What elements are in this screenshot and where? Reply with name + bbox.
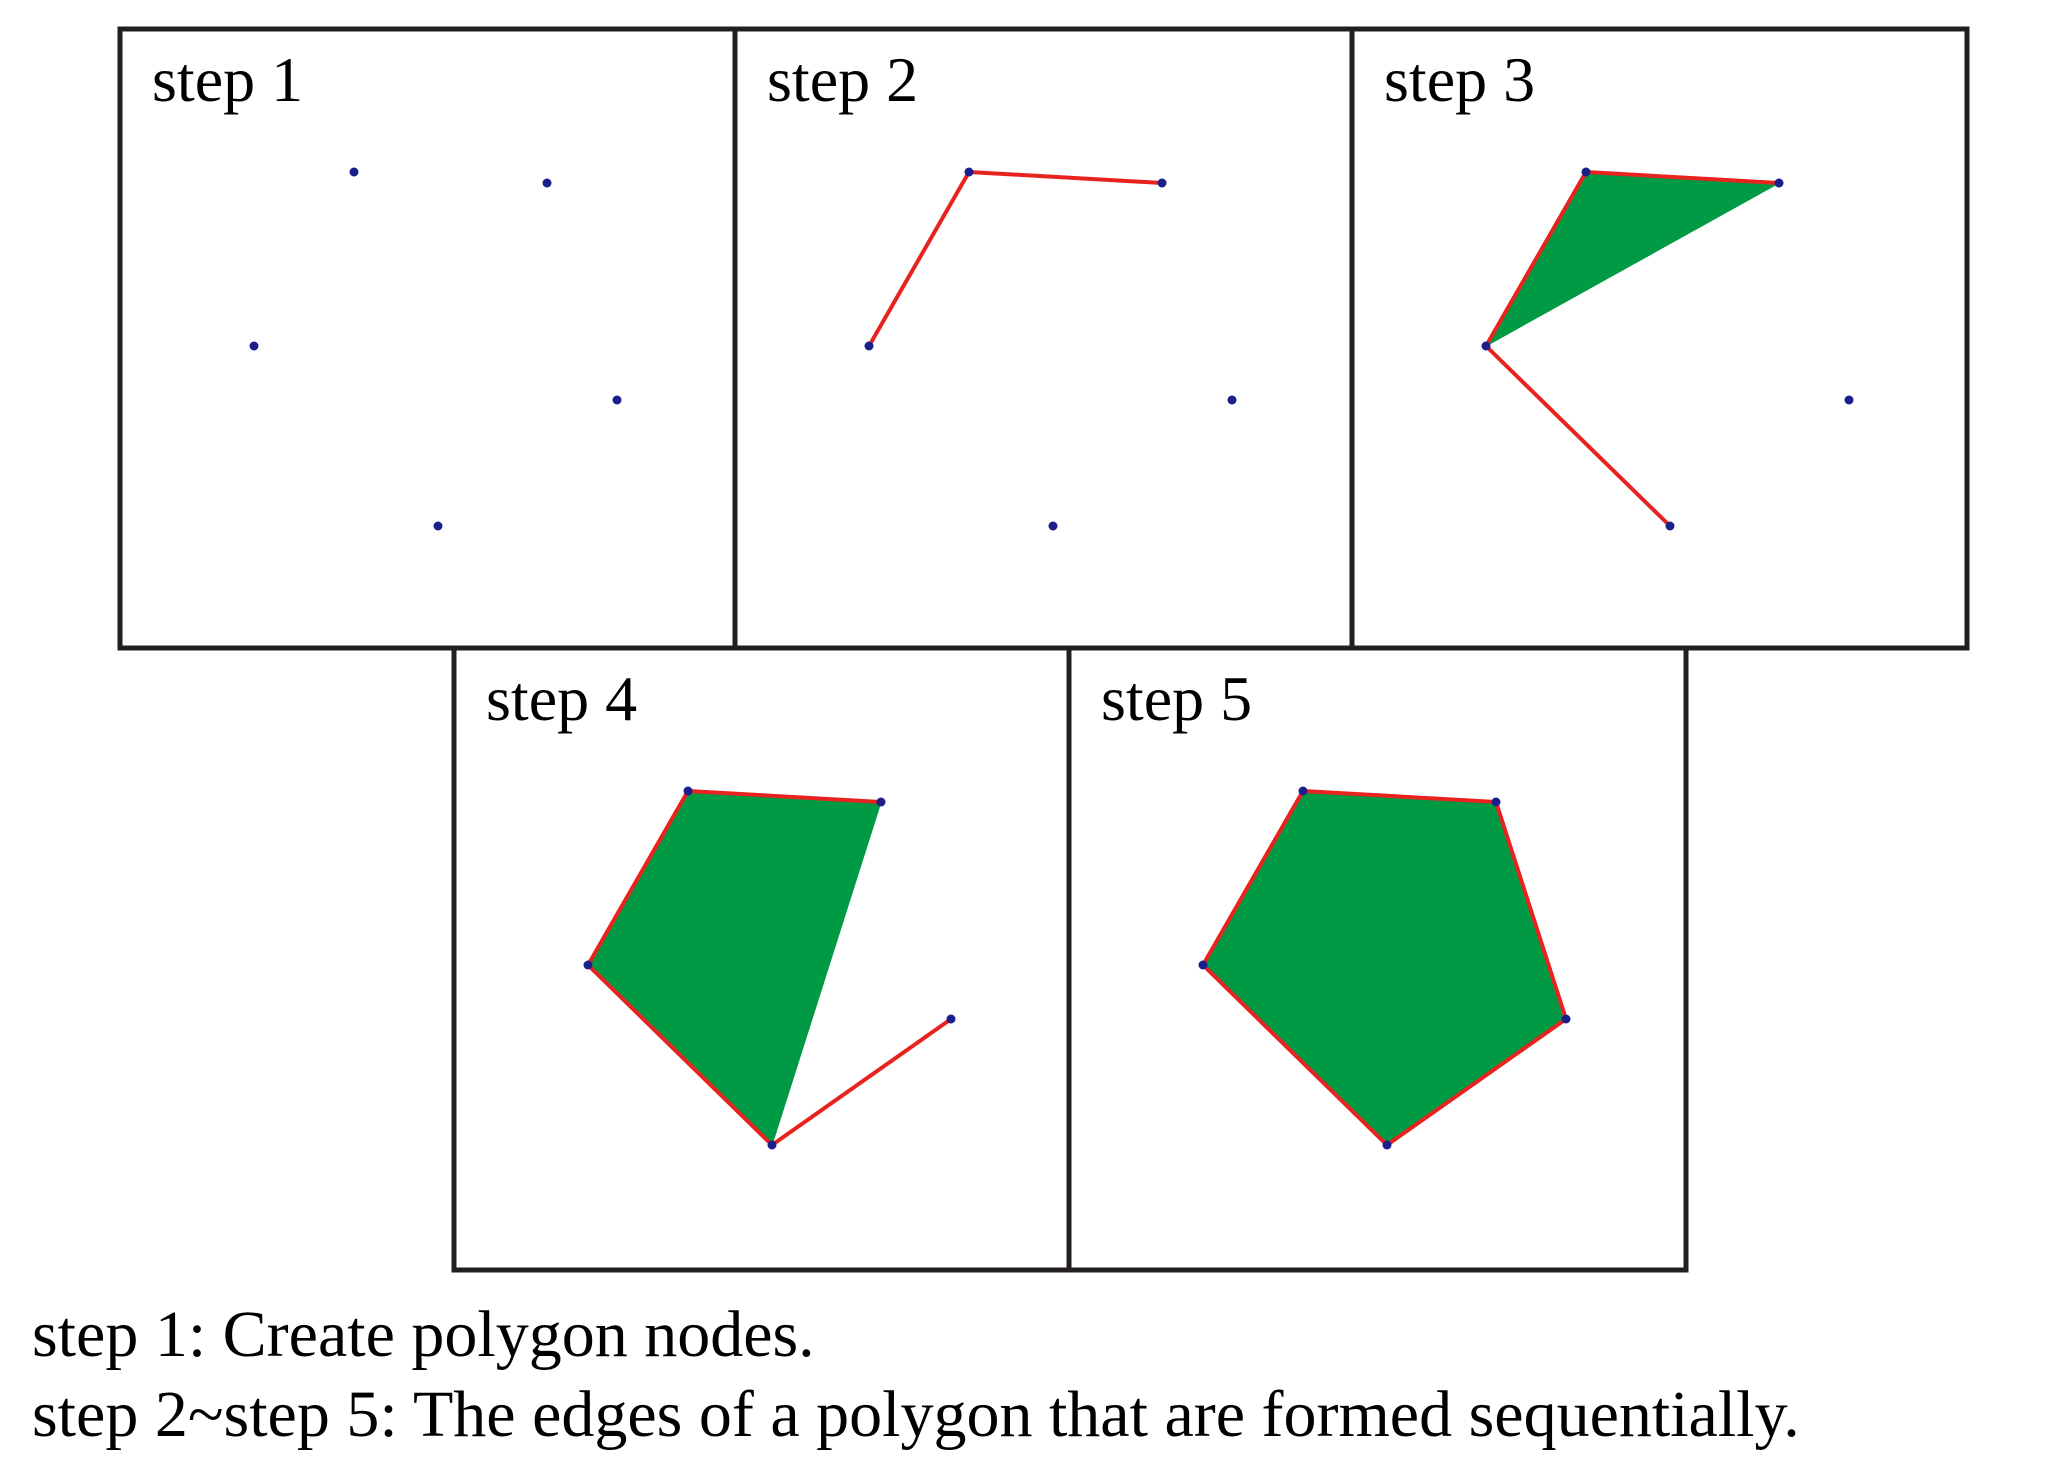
polygon-node [1665, 521, 1675, 531]
polygon-edge [586, 789, 690, 967]
polygon-node [1491, 797, 1501, 807]
polygon-node [964, 167, 974, 177]
panels-group: step 1 step 2 step 3 step 4 step 5 [117, 26, 1970, 1273]
panel-step-1: step 1 [117, 26, 738, 651]
panel-label: step 1 [152, 44, 303, 115]
polygon-node [683, 786, 693, 796]
polygon-edge [1201, 789, 1305, 967]
polygon-edge [1201, 963, 1389, 1147]
polygon-node [1581, 167, 1591, 177]
polygon-edge [770, 1017, 953, 1147]
polygon-edge [1385, 1017, 1568, 1147]
polygon-edge [967, 170, 1164, 185]
panel-frame [117, 26, 738, 651]
polygon-node [1382, 1140, 1392, 1150]
polygon-node [767, 1140, 777, 1150]
panel-label: step 4 [486, 663, 637, 734]
panel-label: step 3 [1384, 44, 1535, 115]
panel-step-5: step 5 [1066, 645, 1689, 1273]
caption-step-1: step 1: Create polygon nodes. [32, 1298, 815, 1371]
polygon-node [946, 1014, 956, 1024]
polygon-edge [686, 789, 883, 804]
caption-steps-2-5: step 2~step 5: The edges of a polygon th… [32, 1378, 1800, 1451]
polygon-node [583, 960, 593, 970]
polygon-edge [1584, 170, 1781, 185]
panel-step-4: step 4 [451, 645, 1072, 1273]
polygon-node [1298, 786, 1308, 796]
panel-frame [732, 26, 1355, 651]
polygon-node [1048, 521, 1058, 531]
polygon-edge [1494, 800, 1568, 1021]
panel-label: step 2 [767, 44, 918, 115]
polygon-edge [1484, 170, 1588, 348]
polygon-node [612, 395, 622, 405]
polygon-node [1481, 341, 1491, 351]
polygon-edge [1301, 789, 1498, 804]
panel-step-3: step 3 [1349, 26, 1970, 651]
polygon-node [433, 521, 443, 531]
panel-label: step 5 [1101, 663, 1252, 734]
polygon-node [249, 341, 259, 351]
polygon-node [876, 797, 886, 807]
panel-step-2: step 2 [732, 26, 1355, 651]
polygon-node [864, 341, 874, 351]
polygon-node [542, 178, 552, 188]
panel-frame [1349, 26, 1970, 651]
polygon-node [1198, 960, 1208, 970]
polygon-node [1774, 178, 1784, 188]
polygon-edge [867, 170, 971, 348]
polygon-node [1157, 178, 1167, 188]
polygon-edge [1484, 344, 1672, 528]
polygon-node [1844, 395, 1854, 405]
polygon-node [1227, 395, 1237, 405]
polygon-node [349, 167, 359, 177]
polygon-edge [586, 963, 774, 1147]
polygon-node [1561, 1014, 1571, 1024]
